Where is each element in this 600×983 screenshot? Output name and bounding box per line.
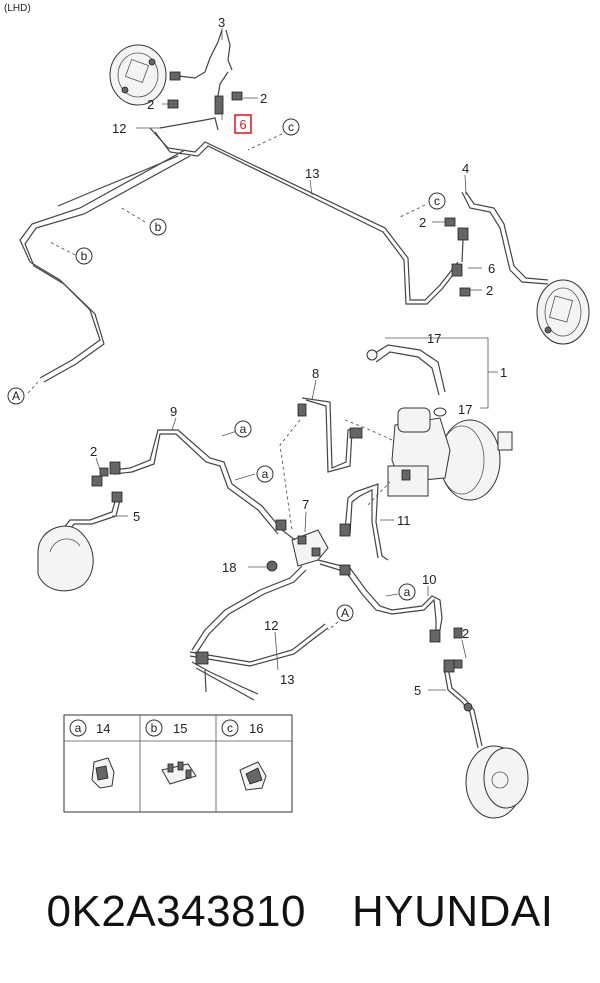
front-left-line xyxy=(91,429,296,541)
rear-main-lines xyxy=(19,117,461,383)
svg-text:b: b xyxy=(155,220,162,234)
reservoir-hose xyxy=(366,344,447,417)
ref-marker-a: a xyxy=(398,583,416,601)
svg-text:A: A xyxy=(341,606,349,620)
ref-marker-a: a xyxy=(256,465,274,483)
bracket-clips-mid xyxy=(99,467,463,639)
callout-1: 1 xyxy=(500,365,507,380)
rear-left-hose xyxy=(169,29,233,115)
front-left-hose-disc xyxy=(37,491,123,592)
callout-6: 6 xyxy=(488,261,495,276)
callout-13: 13 xyxy=(305,166,319,181)
ref-marker-b: b xyxy=(149,218,167,236)
callout-9: 9 xyxy=(170,404,177,419)
callout-8: 8 xyxy=(312,366,319,381)
front-brake-lines-8-11 xyxy=(297,397,389,561)
svg-text:A: A xyxy=(12,389,20,403)
callout-12: 12 xyxy=(264,618,278,633)
callout-2: 2 xyxy=(147,97,154,112)
svg-text:c: c xyxy=(227,721,233,735)
callout-2: 2 xyxy=(486,283,493,298)
bracket-clips-top xyxy=(167,91,471,297)
callout-2: 2 xyxy=(90,444,97,459)
callout-7: 7 xyxy=(302,497,309,512)
svg-text:6: 6 xyxy=(239,117,246,132)
brake-booster-master-cylinder xyxy=(387,407,513,501)
part-number: 0K2A343810 xyxy=(46,887,306,936)
callout-5: 5 xyxy=(414,683,421,698)
callout-5: 5 xyxy=(133,509,140,524)
rear-left-drum-brake xyxy=(109,44,167,106)
svg-text:14: 14 xyxy=(96,721,110,736)
svg-text:a: a xyxy=(75,721,82,735)
svg-text:b: b xyxy=(151,721,158,735)
callout-2: 2 xyxy=(419,215,426,230)
svg-text:15: 15 xyxy=(173,721,187,736)
front-right-line xyxy=(317,559,463,669)
proportioning-valve xyxy=(266,529,329,572)
ref-marker-A: A xyxy=(336,604,354,622)
callout-18: 18 xyxy=(222,560,236,575)
underbody-lines xyxy=(189,565,329,701)
legend-cell-a: a 14 xyxy=(69,719,115,789)
ref-marker-c: c xyxy=(282,118,300,136)
ref-marker-c: c xyxy=(428,192,446,210)
legend-cell-c: c 16 xyxy=(221,719,267,791)
callout-4: 4 xyxy=(462,161,469,176)
svg-text:a: a xyxy=(240,422,247,436)
callout-2: 2 xyxy=(462,626,469,641)
legend-cell-b: b 15 xyxy=(145,719,197,785)
svg-text:b: b xyxy=(81,249,88,263)
svg-text:16: 16 xyxy=(249,721,263,736)
callout-17: 17 xyxy=(458,402,472,417)
part-number-banner: 0K2A343810 HYUNDAI xyxy=(0,872,600,952)
leader-lines xyxy=(95,28,498,691)
rear-right-hose xyxy=(451,191,549,285)
ref-marker-a: a xyxy=(234,420,252,438)
callout-10: 10 xyxy=(422,572,436,587)
svg-text:a: a xyxy=(404,585,411,599)
clip-icon xyxy=(161,761,197,785)
drive-side-label: (LHD) xyxy=(4,3,31,14)
front-right-hose-disc xyxy=(443,659,529,819)
svg-text:c: c xyxy=(288,120,294,134)
clip-legend-table: a 14 b 15 c 16 xyxy=(63,714,293,813)
callout-12: 12 xyxy=(112,121,126,136)
svg-text:a: a xyxy=(262,467,269,481)
callout-11: 11 xyxy=(397,513,411,528)
callout-3: 3 xyxy=(218,15,225,30)
svg-text:c: c xyxy=(434,194,440,208)
clip-icon xyxy=(239,761,267,791)
ref-marker-b: b xyxy=(75,247,93,265)
callout-17: 17 xyxy=(427,331,441,346)
brand-name: HYUNDAI xyxy=(351,887,554,936)
rear-right-drum-brake xyxy=(536,279,590,345)
callout-2: 2 xyxy=(260,91,267,106)
highlighted-callout-6: 6 xyxy=(234,114,252,134)
callout-13: 13 xyxy=(280,672,294,687)
clip-icon xyxy=(91,757,115,789)
ref-marker-A: A xyxy=(7,387,25,405)
